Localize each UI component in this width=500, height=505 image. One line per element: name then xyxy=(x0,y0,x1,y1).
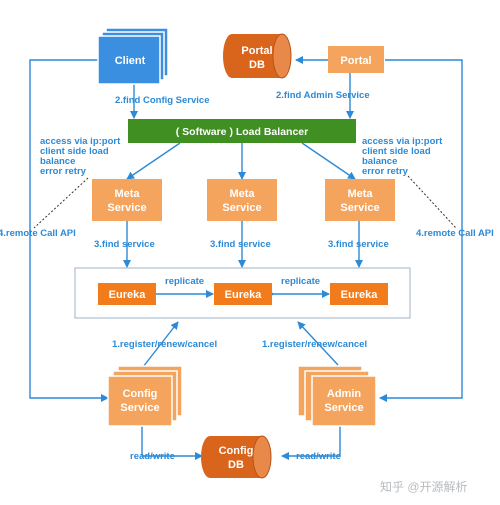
replicate-label-right: replicate xyxy=(281,276,320,287)
find-config-service-label: 2.find Config Service xyxy=(115,95,210,106)
arrow-client-remote-call xyxy=(29,59,109,402)
arrow-config-to-eureka xyxy=(142,321,179,368)
arrow-lb-to-meta-left xyxy=(126,142,181,180)
find-service-label-right: 3.find service xyxy=(328,239,389,250)
note-pointer-left xyxy=(33,177,89,229)
arrow-admin-to-db xyxy=(281,420,341,460)
meta-left-line2: Service xyxy=(107,202,146,214)
eureka-center: Eureka xyxy=(214,283,272,305)
portal-label: Portal xyxy=(340,55,371,67)
config-service-node: Config Service xyxy=(107,365,183,427)
load-balancer-label: ( Software ) Load Balancer xyxy=(176,126,308,138)
meta-right-line2: Service xyxy=(340,202,379,214)
meta-service-center: Meta Service xyxy=(207,179,277,221)
eureka-right-label: Eureka xyxy=(341,289,379,301)
access-note-right-line1: access via ip:port xyxy=(362,136,443,147)
config-db-line2: DB xyxy=(228,459,244,471)
find-service-label-left: 3.find service xyxy=(94,239,155,250)
access-note-right: access via ip:port client side load bala… xyxy=(362,136,443,177)
eureka-left: Eureka xyxy=(98,283,156,305)
portal-db-node: Portal DB xyxy=(223,33,292,79)
client-label: Client xyxy=(115,55,146,67)
meta-right-line1: Meta xyxy=(347,188,373,200)
eureka-right: Eureka xyxy=(330,283,388,305)
config-service-line1: Config xyxy=(123,388,158,400)
arrow-portal-remote-call xyxy=(379,59,463,402)
access-note-left-line1: access via ip:port xyxy=(40,136,121,147)
portal-db-line1: Portal xyxy=(241,45,272,57)
access-note-right-line3: balance xyxy=(362,156,397,167)
config-service-line2: Service xyxy=(120,402,159,414)
access-note-left-line4: error retry xyxy=(40,166,87,177)
read-write-label-right: read/write xyxy=(296,451,341,462)
access-note-left-line3: balance xyxy=(40,156,75,167)
register-label-left: 1.register/renew/cancel xyxy=(112,339,217,350)
meta-service-left: Meta Service xyxy=(92,179,162,221)
config-db-line1: Config xyxy=(219,445,254,457)
admin-service-node: Admin Service xyxy=(297,365,377,427)
portal-node: Portal xyxy=(328,46,384,73)
meta-center-line1: Meta xyxy=(229,188,255,200)
eureka-center-label: Eureka xyxy=(225,289,263,301)
eureka-left-label: Eureka xyxy=(109,289,147,301)
config-db-node: Config DB xyxy=(201,435,272,479)
client-node: Client xyxy=(97,27,169,85)
meta-center-line2: Service xyxy=(222,202,261,214)
arrow-lb-to-meta-right xyxy=(301,142,356,180)
find-admin-service-label: 2.find Admin Service xyxy=(276,90,370,101)
access-note-right-line4: error retry xyxy=(362,166,409,177)
access-note-right-line2: client side load xyxy=(362,146,431,157)
arrow-config-to-db xyxy=(141,420,203,460)
note-pointer-right xyxy=(407,175,457,229)
replicate-label-left: replicate xyxy=(165,276,204,287)
register-label-right: 1.register/renew/cancel xyxy=(262,339,367,350)
meta-service-right: Meta Service xyxy=(325,179,395,221)
connectors xyxy=(29,56,463,460)
load-balancer-node: ( Software ) Load Balancer xyxy=(128,119,356,143)
admin-service-line1: Admin xyxy=(327,388,362,400)
portal-db-line2: DB xyxy=(249,59,265,71)
remote-call-right-label: 4.remote Call API xyxy=(416,228,494,239)
watermark: 知乎 @开源解析 xyxy=(380,480,468,494)
access-note-left-line2: client side load xyxy=(40,146,109,157)
admin-service-line2: Service xyxy=(324,402,363,414)
meta-left-line1: Meta xyxy=(114,188,140,200)
find-service-label-center: 3.find service xyxy=(210,239,271,250)
arrow-admin-to-eureka xyxy=(297,321,339,366)
remote-call-left-label: 4.remote Call API xyxy=(0,228,76,239)
eureka-cluster xyxy=(74,267,411,319)
access-note-left: access via ip:port client side load bala… xyxy=(40,136,121,177)
read-write-label-left: read/write xyxy=(130,451,175,462)
